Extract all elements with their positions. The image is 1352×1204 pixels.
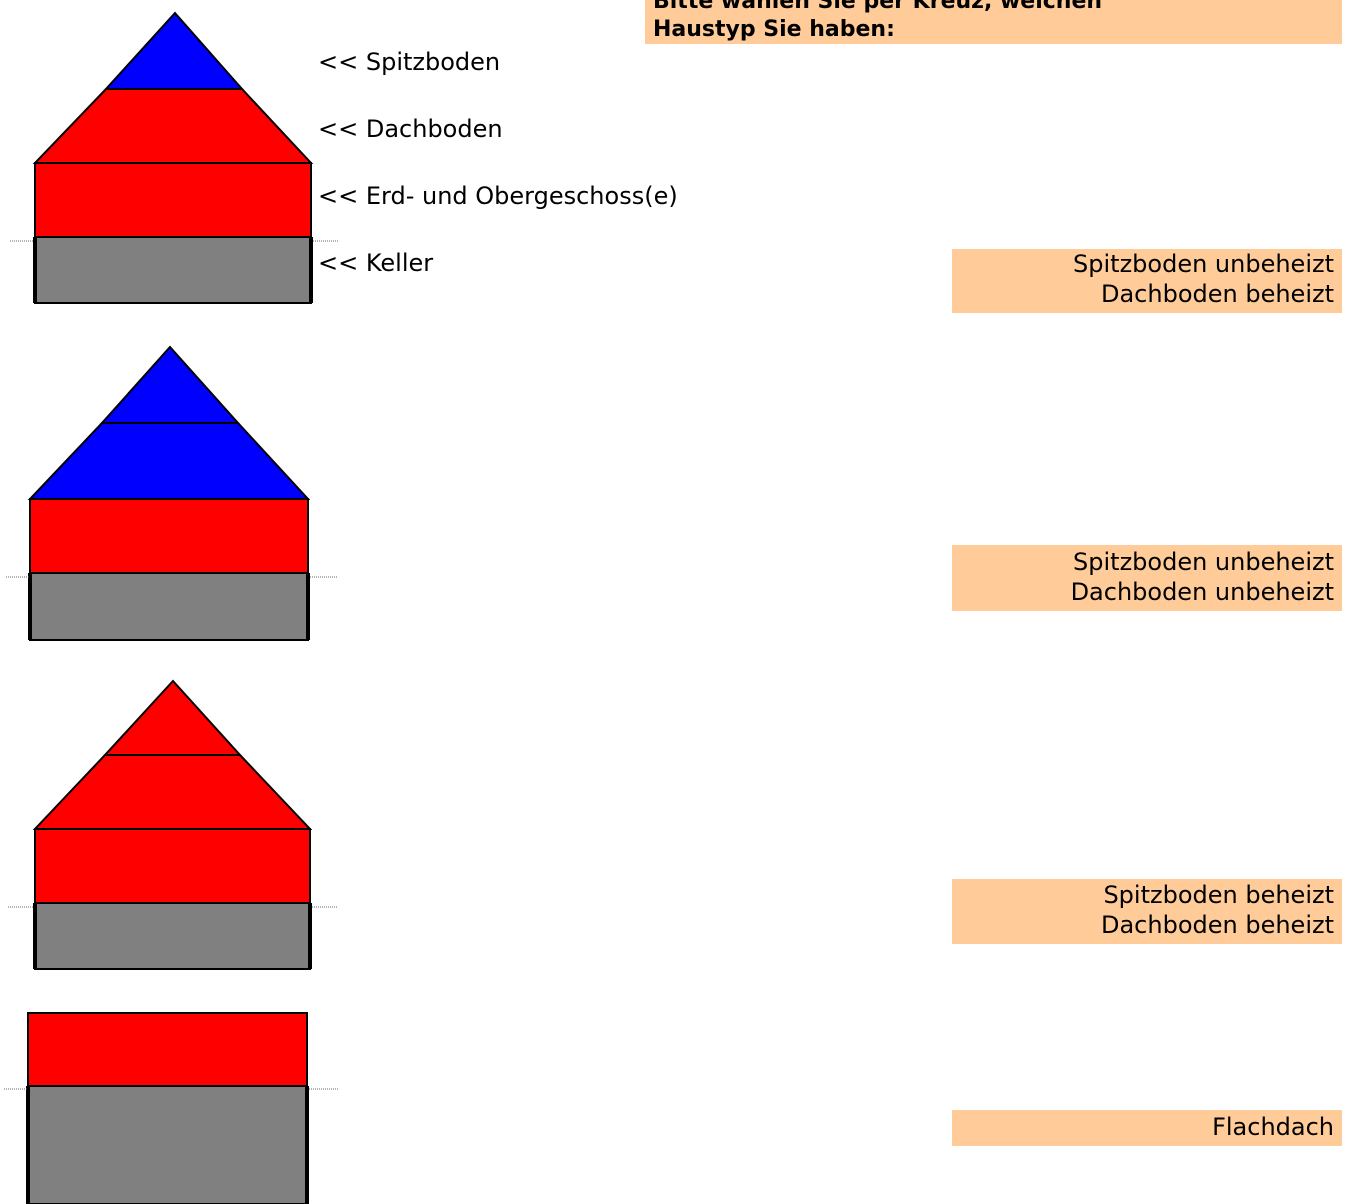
option-2-line-1: Spitzboden unbeheizt xyxy=(1073,548,1334,576)
legend-spitzboden: << Spitzboden xyxy=(318,48,501,76)
house-2-spitzboden xyxy=(99,345,241,424)
house-diagram-1 xyxy=(32,11,314,304)
house-1-keller xyxy=(34,236,312,304)
ground-level-lines xyxy=(4,240,338,1090)
option-3-line-1: Spitzboden beheizt xyxy=(1103,881,1334,909)
house-diagram-2 xyxy=(27,345,311,641)
house-diagram-3 xyxy=(32,679,313,970)
house-3-geschosse xyxy=(34,828,311,904)
option-spitzboden-unbeheizt-dachboden-beheizt[interactable]: Spitzboden unbeheizt Dachboden beheizt xyxy=(952,249,1342,313)
option-1-line-2: Dachboden beheizt xyxy=(1100,280,1334,308)
option-spitzboden-unbeheizt-dachboden-unbeheizt[interactable]: Spitzboden unbeheizt Dachboden unbeheizt xyxy=(952,545,1342,611)
house-4-keller xyxy=(27,1085,308,1204)
house-2-keller xyxy=(29,572,309,641)
house-1-spitzboden xyxy=(103,11,245,90)
option-flachdach[interactable]: Flachdach xyxy=(952,1110,1342,1146)
house-1-dachboden xyxy=(32,88,314,164)
house-3-spitzboden xyxy=(102,679,243,756)
option-3-line-2: Dachboden beheizt xyxy=(1100,911,1334,939)
prompt-line-1: Bitte wählen Sie per Kreuz, welchen xyxy=(653,0,1103,14)
house-diagram-4 xyxy=(26,1012,309,1204)
legend-dachboden: << Dachboden xyxy=(318,115,503,143)
house-2-geschosse xyxy=(29,498,309,574)
house-1-geschosse xyxy=(34,162,312,238)
legend-geschosse: << Erd- und Obergeschoss(e) xyxy=(318,182,678,210)
option-4-line-1: Flachdach xyxy=(1212,1113,1334,1141)
legend-keller: << Keller xyxy=(318,249,434,277)
house-type-prompt: Bitte wählen Sie per Kreuz, welchen Haus… xyxy=(645,0,1342,44)
house-2-dachboden xyxy=(27,422,311,500)
option-spitzboden-beheizt-dachboden-beheizt[interactable]: Spitzboden beheizt Dachboden beheizt xyxy=(952,879,1342,944)
house-3-keller xyxy=(34,902,311,970)
house-4-geschosse xyxy=(27,1012,308,1087)
option-1-line-1: Spitzboden unbeheizt xyxy=(1073,250,1334,278)
option-2-line-2: Dachboden unbeheizt xyxy=(1070,578,1334,606)
house-3-dachboden xyxy=(32,754,313,830)
prompt-line-2: Haustyp Sie haben: xyxy=(653,17,895,42)
